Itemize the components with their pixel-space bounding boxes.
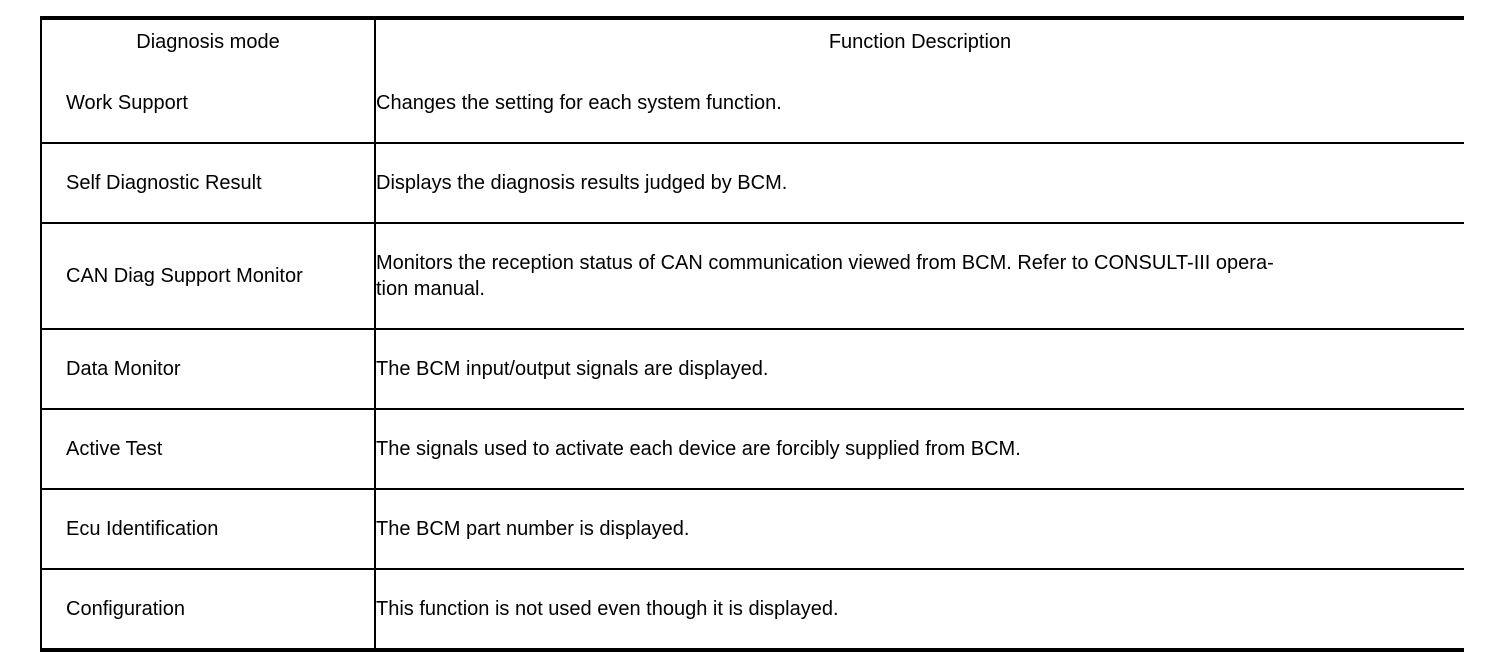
diagnosis-mode-table: Diagnosis mode Function Description Work… bbox=[40, 16, 1464, 652]
cell-function-description: The BCM input/output signals are display… bbox=[375, 326, 1464, 412]
cell-diagnosis-mode: Ecu Identification bbox=[40, 489, 376, 570]
cell-diagnosis-mode: Data Monitor bbox=[40, 329, 376, 410]
description-line: tion manual. bbox=[376, 278, 485, 300]
cell-diagnosis-mode: Self Diagnostic Result bbox=[40, 143, 376, 224]
function-description-text: Displays the diagnosis results judged by… bbox=[376, 140, 1464, 226]
table-row: Self Diagnostic Result Displays the diag… bbox=[40, 140, 1464, 226]
diagnosis-mode-label: Data Monitor bbox=[66, 358, 181, 380]
table-header: Diagnosis mode Function Description bbox=[40, 18, 1464, 64]
diagnosis-mode-label: Ecu Identification bbox=[66, 518, 219, 540]
cell-function-description: The signals used to activate each device… bbox=[375, 406, 1464, 492]
column-header-diagnosis-mode-label: Diagnosis mode bbox=[136, 30, 280, 53]
description-line: The BCM part number is displayed. bbox=[376, 518, 690, 540]
function-description-text: Changes the setting for each system func… bbox=[376, 60, 1464, 146]
diagnosis-mode-label: CAN Diag Support Monitor bbox=[66, 265, 303, 287]
function-description-text: The signals used to activate each device… bbox=[376, 406, 1464, 492]
description-line: The signals used to activate each device… bbox=[376, 438, 1021, 460]
table-body: Work Support Changes the setting for eac… bbox=[40, 64, 1464, 650]
cell-function-description: Displays the diagnosis results judged by… bbox=[375, 140, 1464, 226]
diagnosis-mode-label: Active Test bbox=[66, 438, 163, 460]
cell-function-description: The BCM part number is displayed. bbox=[375, 486, 1464, 572]
cell-diagnosis-mode: Configuration bbox=[40, 569, 376, 650]
description-line: The BCM input/output signals are display… bbox=[376, 358, 769, 380]
function-description-text: The BCM input/output signals are display… bbox=[376, 326, 1464, 412]
description-line: Monitors the reception status of CAN com… bbox=[376, 252, 1274, 274]
description-line: Changes the setting for each system func… bbox=[376, 92, 782, 114]
diagnosis-mode-label: Work Support bbox=[66, 92, 188, 114]
function-description-text: Monitors the reception status of CAN com… bbox=[376, 218, 1464, 334]
cell-function-description: Monitors the reception status of CAN com… bbox=[375, 223, 1464, 330]
page-root: Diagnosis mode Function Description Work… bbox=[40, 16, 1464, 652]
table-header-row: Diagnosis mode Function Description bbox=[40, 18, 1464, 64]
description-line: Displays the diagnosis results judged by… bbox=[376, 172, 788, 194]
cell-diagnosis-mode: Active Test bbox=[40, 409, 376, 490]
diagnosis-mode-table-container: Diagnosis mode Function Description Work… bbox=[40, 16, 1464, 652]
cell-diagnosis-mode: Work Support bbox=[40, 64, 376, 144]
cell-function-description: Changes the setting for each system func… bbox=[375, 64, 1464, 144]
description-line: This function is not used even though it… bbox=[376, 598, 839, 620]
table-row: Active Test The signals used to activate… bbox=[40, 406, 1464, 492]
table-row: Configuration This function is not used … bbox=[40, 569, 1464, 650]
function-description-text: The BCM part number is displayed. bbox=[376, 486, 1464, 572]
table-row: CAN Diag Support Monitor Monitors the re… bbox=[40, 223, 1464, 330]
cell-diagnosis-mode: CAN Diag Support Monitor bbox=[40, 223, 376, 330]
table-row: Work Support Changes the setting for eac… bbox=[40, 64, 1464, 144]
column-header-diagnosis-mode: Diagnosis mode bbox=[40, 18, 376, 64]
column-header-function-description-label: Function Description bbox=[828, 30, 1012, 53]
diagnosis-mode-label: Configuration bbox=[66, 598, 185, 620]
table-row: Data Monitor The BCM input/output signal… bbox=[40, 326, 1464, 412]
function-description-text: This function is not used even though it… bbox=[376, 566, 1464, 652]
diagnosis-mode-label: Self Diagnostic Result bbox=[66, 172, 262, 194]
table-row: Ecu Identification The BCM part number i… bbox=[40, 486, 1464, 572]
cell-function-description: This function is not used even though it… bbox=[375, 569, 1464, 650]
column-header-function-description: Function Description bbox=[375, 18, 1464, 64]
